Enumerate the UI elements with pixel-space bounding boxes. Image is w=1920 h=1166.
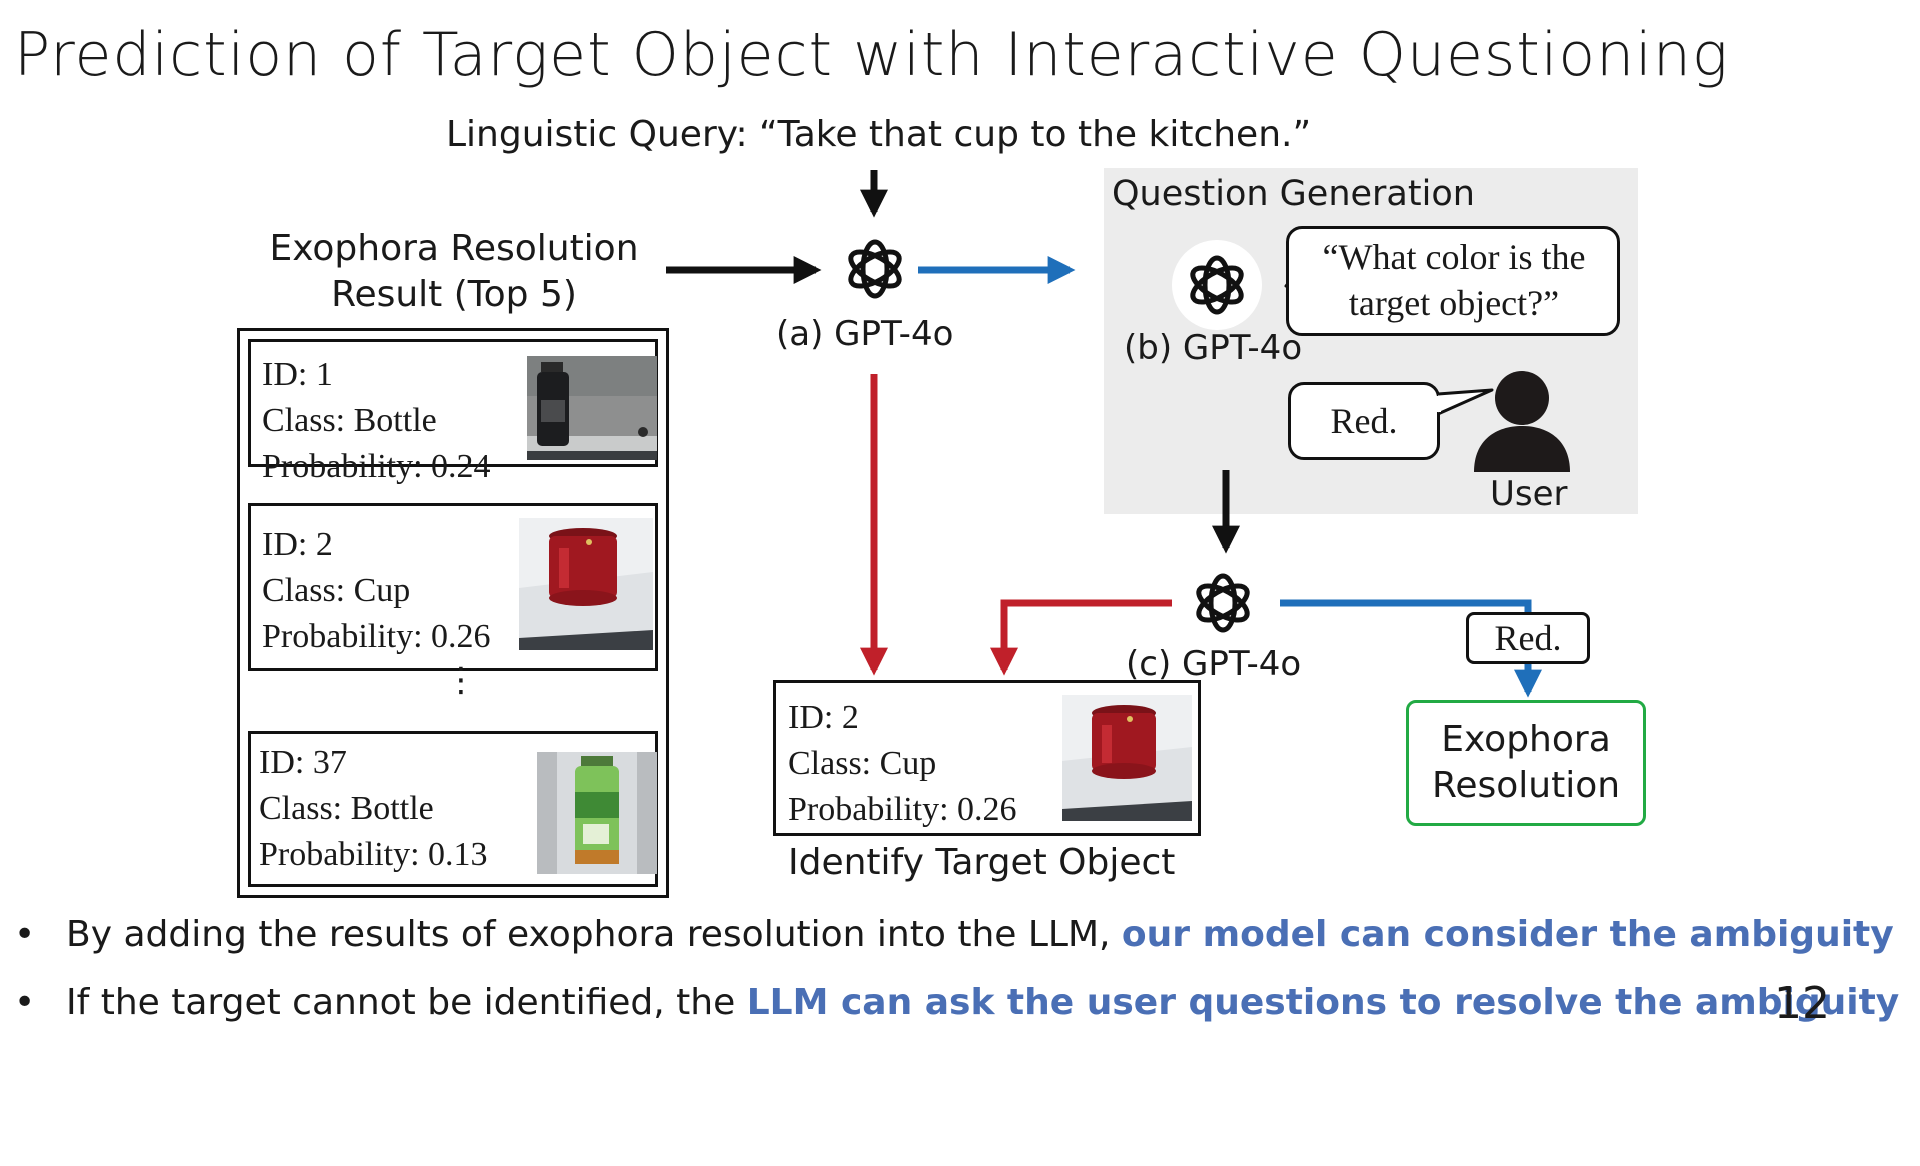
candidate-class: Class: Bottle [259,790,434,827]
candidate-probability: Probability: 0.24 [262,448,491,485]
user-label: User [1490,474,1568,514]
question-generation-title: Question Generation [1112,174,1475,214]
openai-logo-icon [848,239,902,299]
exophora-resolution-line1: Exophora [1441,719,1611,760]
answer-bubble-tail [1432,388,1494,416]
exophora-result-title: Exophora Resolution Result (Top 5) [250,226,658,318]
target-probability: Probability: 0.26 [788,791,1017,828]
gpt-a-label: (a) GPT-4o [776,314,954,354]
target-text: ID: 2 Class: Cup Probability: 0.26 [788,695,1017,833]
candidate-card: ID: 37 Class: Bottle Probability: 0.13 [248,731,658,887]
candidate-probability: Probability: 0.13 [259,836,488,873]
candidate-id: ID: 2 [262,526,333,563]
candidate-id: ID: 37 [259,744,347,781]
cup-photo-icon [1062,695,1192,821]
candidate-text: ID: 2 Class: Cup Probability: 0.26 [262,522,491,660]
gpt-c-label: (c) GPT-4o [1126,644,1302,684]
candidate-text: ID: 37 Class: Bottle Probability: 0.13 [259,740,488,878]
target-object-card: ID: 2 Class: Cup Probability: 0.26 [773,680,1201,836]
red-answer-box: Red. [1466,612,1590,664]
bullet-normal-text: If the target cannot be identified, the [66,982,747,1023]
answer-bubble [1288,382,1440,460]
openai-logo-icon [1190,255,1244,315]
bullet-highlight-text: our model can consider the ambiguity [1121,914,1894,955]
question-bubble-text: “What color is the target object?” [1296,234,1612,326]
cup-photo-icon [519,518,653,650]
question-line1: “What color is the [1322,237,1586,277]
candidate-class: Class: Bottle [262,402,437,439]
bottle-photo-icon [527,356,657,460]
linguistic-query: Linguistic Query: “Take that cup to the … [446,114,1312,155]
question-bubble [1286,226,1620,336]
candidate-text: ID: 1 Class: Bottle Probability: 0.24 [262,352,491,490]
candidate-list: ID: 1 Class: Bottle Probability: 0.24 ID… [237,328,669,898]
candidate-card: ID: 2 Class: Cup Probability: 0.26 [248,503,658,671]
bullet-highlight-text: LLM can ask the user questions to resolv… [746,982,1900,1023]
gpt-c-to-target-arrow [990,599,1172,676]
candidate-card: ID: 1 Class: Bottle Probability: 0.24 [248,339,658,485]
bullet-marker: • [14,914,36,955]
identify-target-label: Identify Target Object [788,842,1176,883]
slide-title: Prediction of Target Object with Interac… [14,20,1729,90]
gpt-b-logo-bg [1172,240,1262,330]
bullet-text: By adding the results of exophora resolu… [66,914,1894,955]
bullet-text: If the target cannot be identified, the … [66,982,1899,1023]
candidate-probability: Probability: 0.26 [262,618,491,655]
exophora-result-title-line1: Exophora Resolution [269,228,639,269]
user-icon [1474,371,1570,472]
exophora-resolution-box: Exophora Resolution [1406,700,1646,826]
green-bottle-photo-icon [537,752,657,874]
exophora-resolution-line2: Resolution [1431,765,1621,806]
bullet-normal-text: By adding the results of exophora resolu… [66,914,1122,955]
bullet-marker: • [14,982,36,1023]
target-id: ID: 2 [788,699,859,736]
question-line2: target object?” [1348,283,1560,323]
answer-bubble-text: Red. [1330,401,1398,441]
gpt-b-label: (b) GPT-4o [1124,328,1303,368]
target-class: Class: Cup [788,745,937,782]
candidate-class: Class: Cup [262,572,411,609]
exophora-result-title-line2: Result (Top 5) [331,274,577,315]
page-number: 12 [1774,978,1830,1029]
candidate-id: ID: 1 [262,356,333,393]
openai-logo-icon [1196,573,1250,633]
